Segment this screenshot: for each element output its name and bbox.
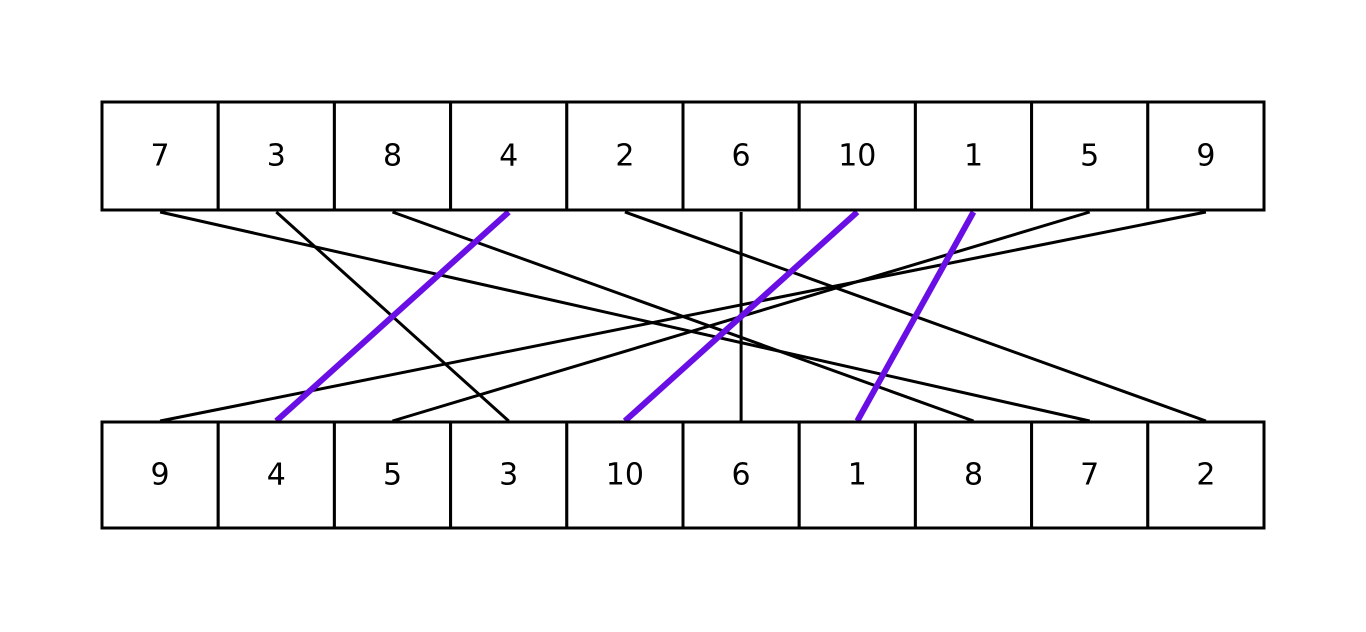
- top-row-cell-label: 1: [964, 139, 983, 174]
- bottom-row-cell-label: 7: [1080, 458, 1099, 493]
- bottom-row-cell-label: 9: [151, 458, 170, 493]
- bottom-row-cell-label: 6: [732, 458, 751, 493]
- highlighted-connector-10: [622, 209, 860, 424]
- bottom-row-cell: [1030, 420, 1150, 530]
- top-row-cell-label: 6: [732, 139, 751, 174]
- connector-9: [159, 210, 1207, 423]
- top-row-cell-label: 7: [151, 139, 170, 174]
- top-row-cell-label: 2: [615, 139, 634, 174]
- connector-lines: [159, 209, 1207, 424]
- bottom-row-cell-label: 8: [964, 458, 983, 493]
- top-row-cell-label: 3: [267, 139, 286, 174]
- bottom-row-cell-label: 2: [1196, 458, 1215, 493]
- top-row-cell: [913, 100, 1034, 212]
- top-row-cell: [681, 100, 801, 212]
- top-row-cell: [797, 100, 917, 212]
- bottom-row: 9 4 5 3 10 6 1 8 7 2: [100, 420, 1266, 530]
- top-row-cell-label: 10: [838, 139, 876, 174]
- connector-7: [159, 210, 1091, 423]
- bottom-row-cell: [565, 420, 685, 530]
- top-row-cell-label: 9: [1196, 139, 1215, 174]
- bottom-row-cell: [681, 420, 801, 530]
- bottom-row-cell-label: 1: [848, 458, 867, 493]
- bottom-row-cell: [100, 420, 220, 530]
- top-row-cell-label: 8: [383, 139, 402, 174]
- bottom-row-cell-label: 4: [267, 458, 286, 493]
- top-row-cell: [216, 100, 336, 212]
- top-row: 7 3 8 4 2 6 10 1 5 9: [100, 100, 1266, 212]
- bottom-row-cell-label: 3: [499, 458, 518, 493]
- highlighted-connector-1: [854, 210, 977, 423]
- top-row-cell-label: 4: [499, 139, 518, 174]
- highlighted-connector-4: [274, 209, 511, 424]
- top-row-cell: [1146, 100, 1266, 212]
- top-row-cell: [100, 100, 220, 212]
- bottom-row-cell-label: 10: [606, 458, 644, 493]
- top-row-cell-label: 5: [1080, 139, 1099, 174]
- bottom-row-cell: [332, 420, 453, 530]
- bottom-row-cell: [1146, 420, 1266, 530]
- bottom-row-cell: [216, 420, 336, 530]
- bottom-row-cell: [449, 420, 569, 530]
- bottom-row-cell-label: 5: [383, 458, 402, 493]
- bottom-row-cell: [797, 420, 917, 530]
- bottom-row-cell: [913, 420, 1034, 530]
- top-row-cell: [1030, 100, 1150, 212]
